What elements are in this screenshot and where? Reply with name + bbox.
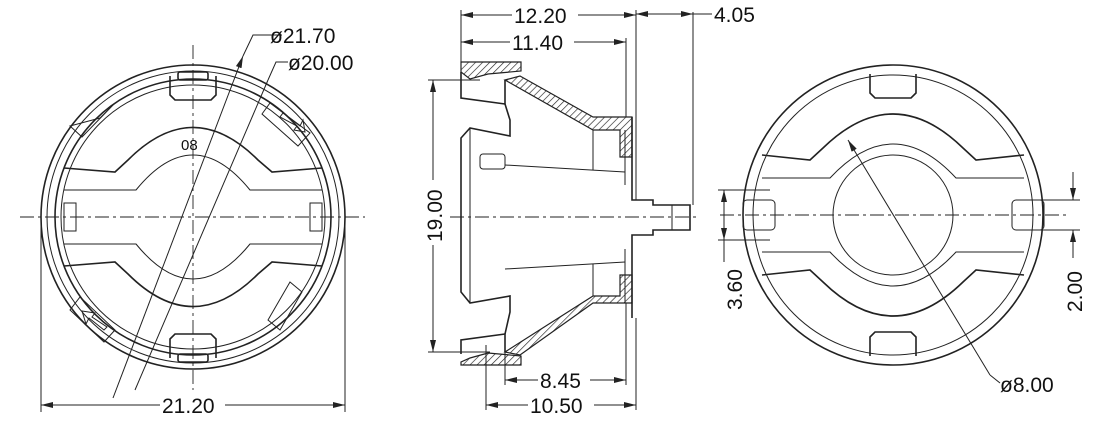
slot-width-dimension: 3.60 [724, 269, 747, 310]
inner-length-dimension: 8.45 [540, 370, 581, 393]
height-dimension: 19.00 [424, 189, 447, 242]
overall-length-dimension: 12.20 [514, 5, 567, 28]
bore-diameter-dimension: ø8.00 [1000, 374, 1054, 397]
part-marking: 08 [181, 137, 198, 154]
pin-length-dimension: 4.05 [714, 4, 755, 27]
width-dimension: 21.20 [162, 395, 215, 418]
side-view: 12.20 4.05 11.40 19.00 8.45 10.50 [424, 4, 755, 418]
body-length-dimension: 11.40 [512, 32, 563, 55]
front-view: 08 ø21.70 ø20.00 21.20 [20, 25, 365, 418]
inner-diameter-dimension: ø20.00 [288, 52, 353, 75]
pin-width-dimension: 2.00 [1064, 271, 1087, 312]
rear-view: 3.60 2.00 ø8.00 [718, 64, 1087, 397]
flange-length-dimension: 10.50 [530, 395, 583, 418]
outer-diameter-dimension: ø21.70 [270, 25, 335, 48]
